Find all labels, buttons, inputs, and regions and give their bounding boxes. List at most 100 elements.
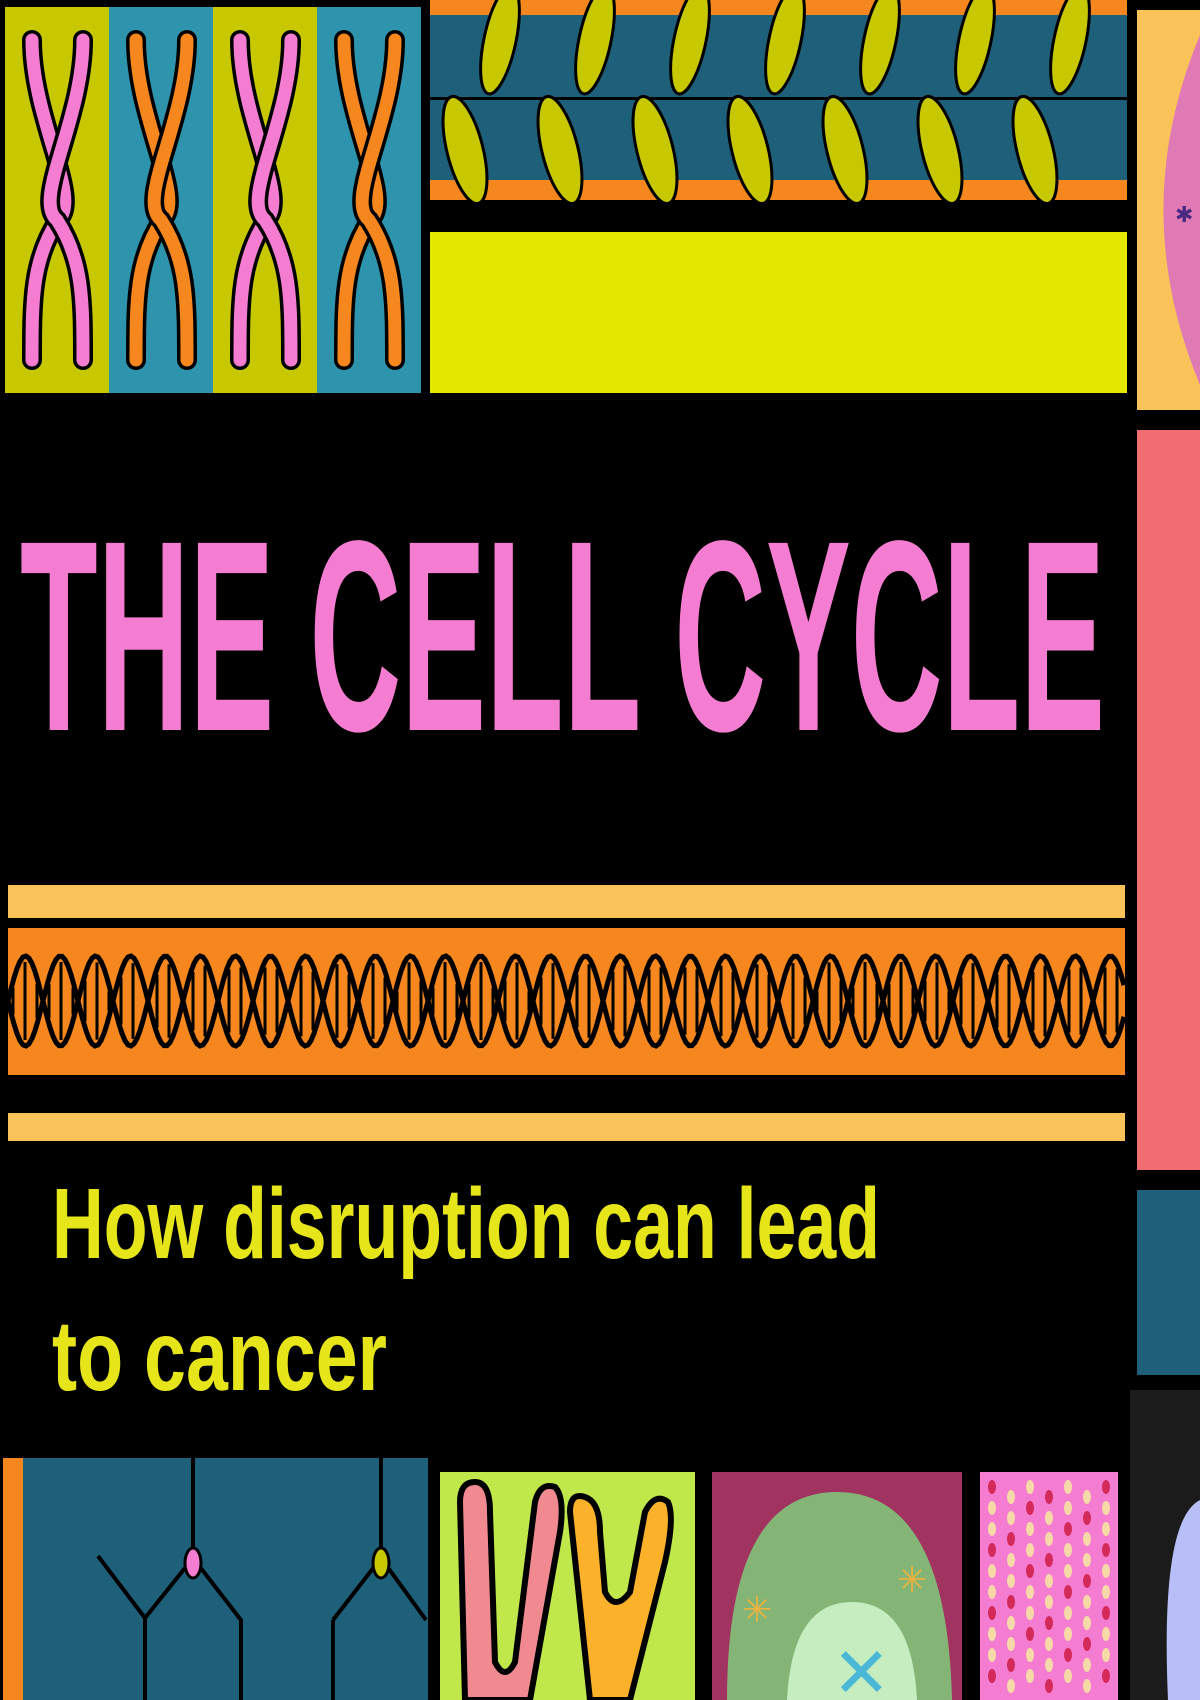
dot [1083,1553,1091,1567]
subtitle-line-2: to cancer [52,1300,387,1410]
chromosome-icon [126,30,197,370]
leaf-icon [441,94,489,206]
dot [1045,1574,1053,1588]
dot [1083,1595,1091,1609]
dna-band [8,928,1125,1075]
page-title: THE CELL CYCLE [20,500,1105,760]
dot [988,1669,996,1683]
dot [1045,1679,1053,1693]
dot [988,1606,996,1620]
leaf-icon [821,94,869,206]
title-block: THE CELL CYCLE [20,500,1105,760]
dot [1064,1606,1072,1620]
gold-stripe-top [8,885,1125,918]
dot [1102,1564,1110,1578]
dot [1083,1511,1091,1525]
dot [1064,1585,1072,1599]
leaf-icon [669,0,711,96]
dot [1102,1522,1110,1536]
dot [1102,1480,1110,1494]
dot [1045,1595,1053,1609]
orange-strip [3,1458,23,1700]
dot [1026,1669,1034,1683]
dot [1064,1522,1072,1536]
dot [1007,1532,1015,1546]
dot [988,1648,996,1662]
dot [1102,1501,1110,1515]
dot [1045,1658,1053,1672]
dotted-pattern-panel [980,1472,1118,1700]
lavender-cell [1166,1500,1200,1700]
dot [1026,1522,1034,1536]
spindle-panel [23,1458,428,1700]
dot [1026,1564,1034,1578]
dot [1102,1648,1110,1662]
dot [1064,1564,1072,1578]
dot [1064,1480,1072,1494]
leaf-icon [1011,94,1059,206]
dot [1026,1627,1034,1641]
dot [1007,1511,1015,1525]
dot [1083,1490,1091,1504]
yellow-block [430,232,1127,393]
dot [988,1585,996,1599]
teal-panel [1137,1190,1200,1375]
chromosome-pair-panel [440,1472,695,1700]
chromosome-icon [22,30,93,370]
pink-centromere-icon [183,1546,203,1580]
dna-strand [8,953,1125,1049]
dot [1007,1490,1015,1504]
dot [1064,1543,1072,1557]
dark-panel [1130,1390,1200,1700]
dot [1007,1595,1015,1609]
dot [1064,1501,1072,1515]
dot [1064,1627,1072,1641]
leaf-icon [1049,0,1091,96]
star-icon: ✳ [897,1560,927,1601]
dot [1026,1585,1034,1599]
subtitle-line-1: How disruption can lead [52,1170,880,1280]
dot [988,1480,996,1494]
dot [1026,1501,1034,1515]
dot [1026,1606,1034,1620]
leaf-icon [631,94,679,206]
leaf-icon [536,94,584,206]
dot [1007,1658,1015,1672]
dot [988,1564,996,1578]
gold-stripe-bottom [8,1113,1125,1141]
dot [988,1522,996,1536]
dot [1026,1480,1034,1494]
dot [1007,1574,1015,1588]
dot [1102,1543,1110,1557]
yellow-centromere-icon [371,1546,391,1580]
dot [1083,1658,1091,1672]
dot [1007,1616,1015,1630]
dot [1083,1574,1091,1588]
chromosome-panels [5,7,421,393]
cell-circle [1163,35,1200,385]
dot [1102,1585,1110,1599]
dot [1083,1679,1091,1693]
subtitle-block: How disruption can lead to cancer [52,1170,880,1410]
leaf-icon [916,94,964,206]
dot [1083,1532,1091,1546]
dot [1064,1648,1072,1662]
dot [1045,1637,1053,1651]
chromosome-icon [230,30,301,370]
leaf-band [430,0,1127,206]
dot [988,1627,996,1641]
dot [988,1543,996,1557]
dot [1045,1532,1053,1546]
salmon-panel [1137,430,1200,1170]
leaf-icon [954,0,996,96]
dot [1007,1553,1015,1567]
dot [1083,1637,1091,1651]
dot [1045,1553,1053,1567]
dot [1064,1669,1072,1683]
dot [1083,1616,1091,1630]
dot [1026,1543,1034,1557]
dot [1007,1679,1015,1693]
leaf-icon [574,0,616,96]
star-icon: ✳ [742,1590,772,1631]
dot [1026,1648,1034,1662]
